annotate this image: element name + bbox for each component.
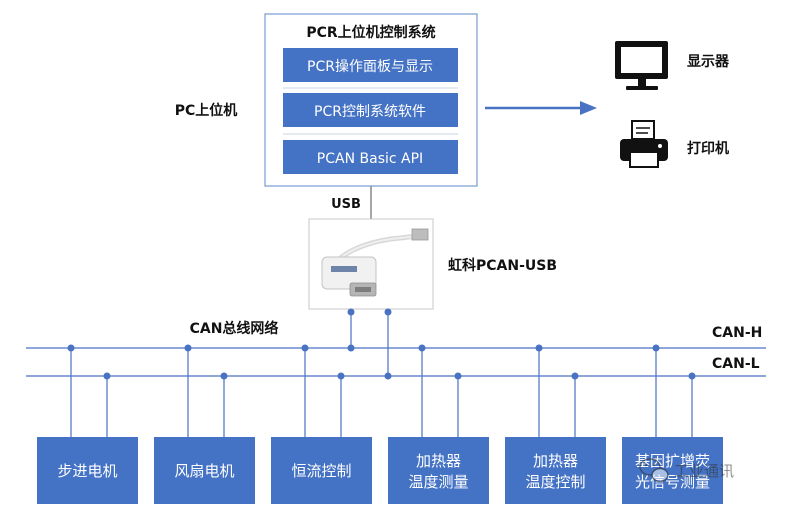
node-box-heater-temp-control: 加热器 温度控制: [505, 437, 606, 504]
adapter-junction-dot: [384, 308, 392, 316]
can-bus-title: CAN总线网络: [190, 320, 279, 337]
pcr-system-title: PCR上位机控制系统: [306, 24, 435, 41]
monitor-label: 显示器: [687, 54, 730, 70]
watermark: 工业通讯: [639, 458, 734, 483]
can-h-label: CAN-H: [712, 325, 762, 341]
node-label: 步进电机: [57, 462, 117, 480]
node-label: 恒流控制: [291, 462, 351, 480]
node-box-fan-motor: 风扇电机: [154, 437, 255, 504]
monitor-icon: [615, 41, 668, 90]
pcr-layer-box-software: [283, 93, 458, 127]
printer-icon: [620, 120, 668, 168]
usb-label: USB: [331, 197, 361, 212]
node-label: 风扇电机: [174, 462, 234, 480]
pcr-layer-stack: PCR操作面板与显示 PCR控制系统软件 PCAN Basic API: [283, 48, 458, 174]
node-label: 加热器: [416, 452, 461, 470]
node-box-heater-temp-measure: 加热器 温度测量: [388, 437, 489, 504]
adapter-label: 虹科PCAN-USB: [448, 257, 557, 274]
printer-label: 打印机: [687, 140, 729, 157]
pcr-layer-label-software: PCR控制系统软件: [314, 104, 426, 120]
wechat-icon: [639, 458, 669, 483]
adapter-junction-dot: [347, 308, 355, 316]
pc-label: PC上位机: [175, 102, 238, 119]
pcr-layer-box-api: [283, 140, 458, 174]
pcr-layer-box-panel: [283, 48, 458, 82]
node-connections: [67, 344, 696, 438]
node-box-constant-current: 恒流控制: [271, 437, 372, 504]
output-arrow-head: [580, 101, 597, 115]
node-box-stepper-motor: 步进电机: [37, 437, 138, 504]
node-label: 温度测量: [408, 473, 468, 491]
node-label: 加热器: [533, 452, 578, 470]
node-label: 温度控制: [525, 473, 585, 491]
pcr-layer-label-panel: PCR操作面板与显示: [307, 59, 433, 75]
pcr-layer-label-api: PCAN Basic API: [317, 151, 423, 167]
pcan-usb-adapter-image: [308, 218, 434, 310]
watermark-text: 工业通讯: [674, 462, 734, 480]
can-l-label: CAN-L: [712, 356, 760, 372]
